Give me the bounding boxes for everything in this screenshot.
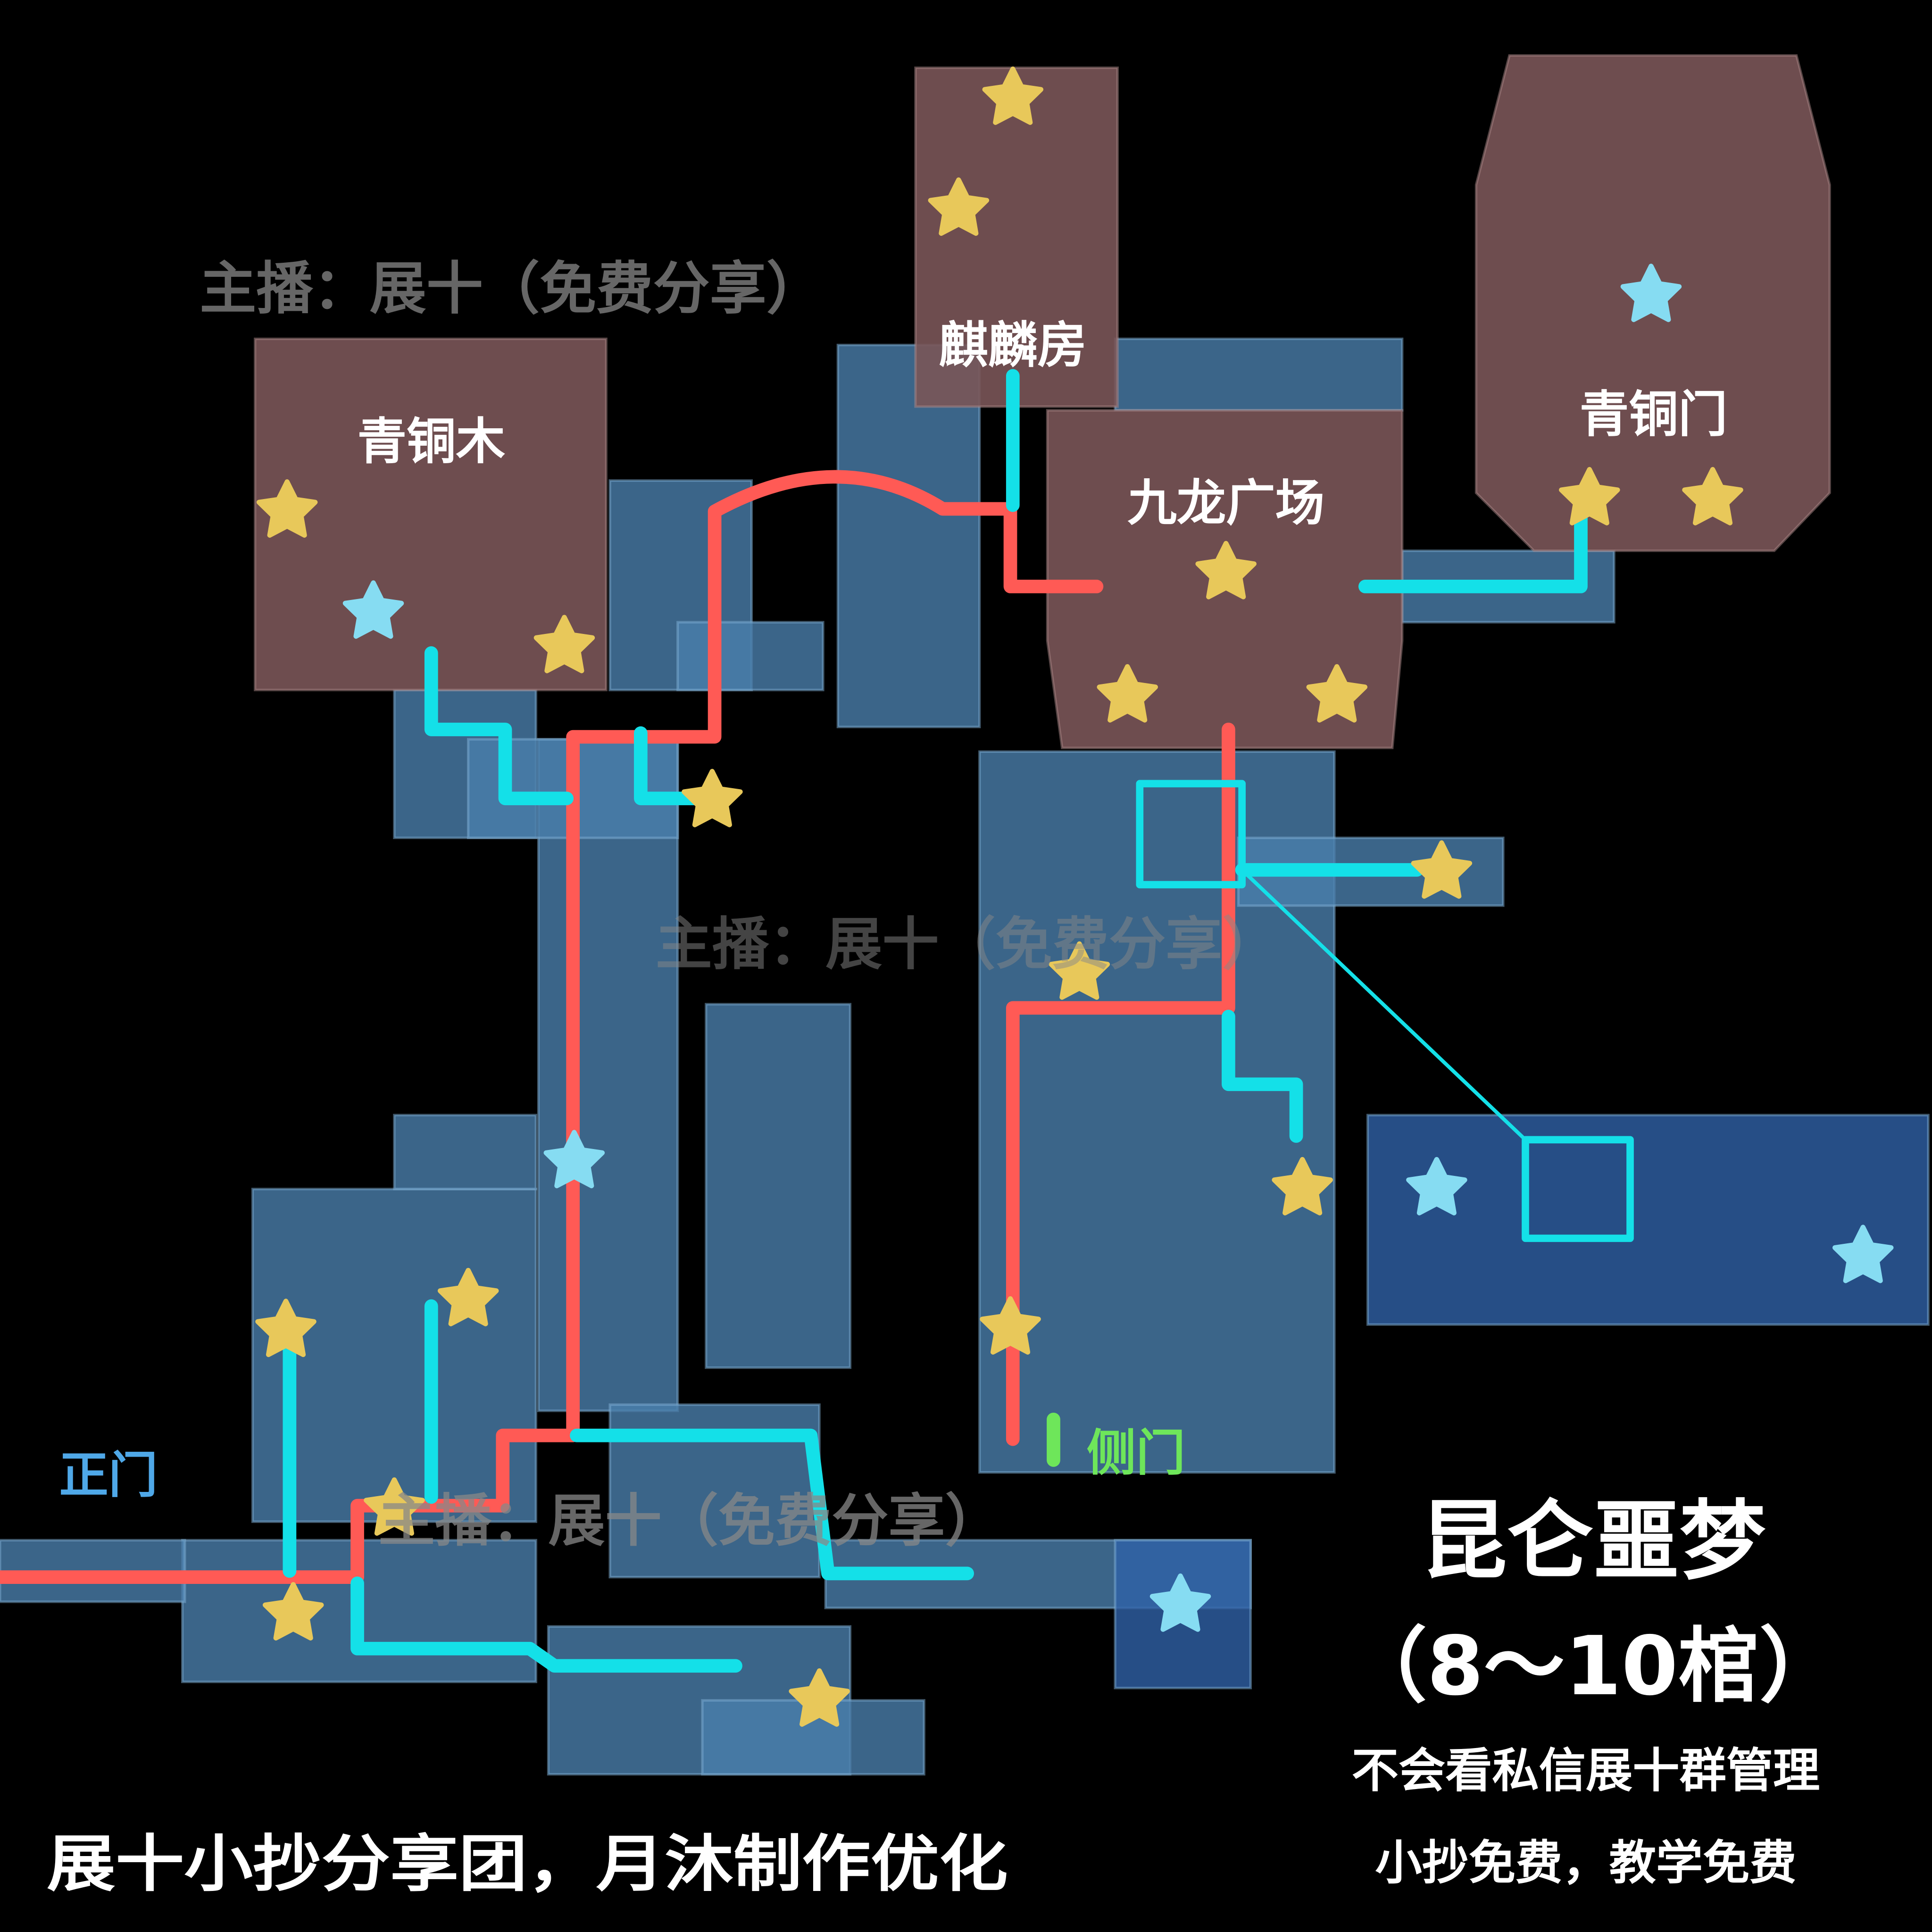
label-side-gate: 侧门 [1087, 1424, 1185, 1482]
map-subtitle: （8～10棺） [1346, 1619, 1840, 1714]
gold-star-icon [982, 67, 1044, 125]
gold-star-icon [255, 1299, 316, 1357]
blue-star-icon [543, 1130, 605, 1189]
teleport-box-2 [1522, 1136, 1634, 1242]
watermark: 主播：展十（免费分享） [378, 1488, 1002, 1554]
main-route-east [1006, 723, 1235, 1446]
note-private-message: 不会看私信展十群管理 [1352, 1744, 1820, 1798]
gold-star-icon [928, 177, 990, 236]
gold-star-icon [364, 1477, 425, 1536]
blue-star-icon [1406, 1157, 1467, 1216]
credit-text: 展十小抄分享团，月沐制作优化 [47, 1828, 1008, 1900]
gold-star-icon [1272, 1157, 1333, 1216]
gold-star-icon [437, 1267, 499, 1326]
corridor [676, 621, 824, 691]
note-free: 小抄免费，教学免费 [1375, 1836, 1796, 1890]
corridor [537, 738, 679, 1412]
corridor [1114, 337, 1404, 412]
gold-star-icon [262, 1582, 324, 1641]
gold-star-icon [256, 479, 318, 538]
alt-route-bronze-gate [1358, 510, 1588, 593]
gold-star-icon [1049, 941, 1110, 1000]
alt-route-east [1222, 1009, 1303, 1143]
room-qilin[interactable] [914, 67, 1119, 408]
gold-star-icon [1195, 541, 1257, 600]
gold-star-icon [1559, 467, 1620, 525]
teleport-link [1240, 868, 1527, 1142]
corridor [836, 343, 981, 728]
gold-star-icon [1682, 467, 1743, 525]
map-title: 昆仑噩梦 [1421, 1491, 1766, 1592]
gold-star-icon [1306, 664, 1368, 723]
gold-star-icon [789, 1668, 850, 1727]
watermark: 主播：展十（免费分享） [656, 911, 1279, 977]
blue-star-icon [1832, 1224, 1894, 1283]
alt-route-southeast [570, 1428, 974, 1581]
label-bronze-gate: 青铜门 [1580, 385, 1727, 443]
gold-star-icon [682, 769, 743, 827]
teleport-box-1 [1136, 780, 1246, 889]
corridor [705, 1003, 852, 1369]
blue-star-icon [342, 580, 404, 639]
routes [0, 369, 1634, 1673]
corridor [393, 1114, 537, 1191]
room-bronze-wood[interactable] [254, 337, 608, 691]
label-bronze-wood: 青铜木 [358, 413, 506, 470]
alt-route-south [350, 1576, 742, 1673]
alt-route-branch [634, 726, 709, 806]
main-route-west [0, 470, 1104, 1584]
treasure-room [1366, 1114, 1930, 1326]
gold-star-icon [1097, 664, 1158, 723]
alt-route-bronze-wood [424, 646, 574, 806]
label-nine-dragon: 九龙广场 [1127, 474, 1324, 532]
label-main-gate: 正门 [59, 1446, 158, 1504]
gold-star-icon [533, 615, 595, 674]
gold-star-icon [1411, 840, 1473, 899]
gold-star-icon [980, 1296, 1041, 1355]
blue-star-icon [1620, 264, 1682, 322]
markers [255, 67, 1894, 1727]
blue-star-icon [1149, 1573, 1211, 1632]
label-qilin: 麒麟房 [939, 316, 1087, 374]
watermark: 主播：展十（免费分享） [200, 256, 823, 322]
